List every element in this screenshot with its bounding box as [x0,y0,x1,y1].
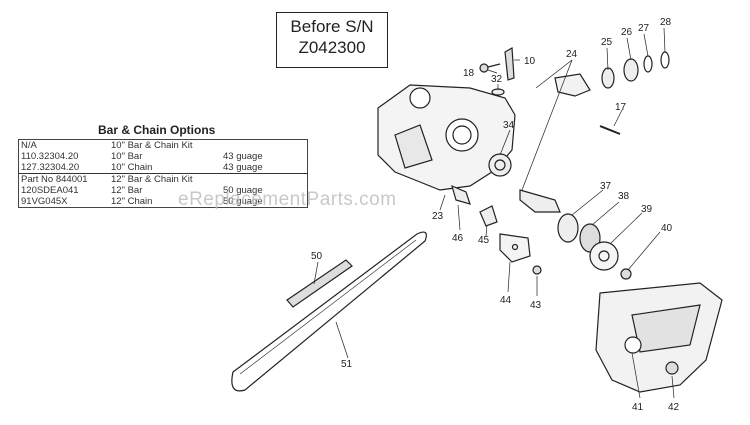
guide-bar [231,231,427,392]
serial-number-box: Before S/N Z042300 [276,12,388,68]
bearing-25 [601,67,615,89]
table-cell: 110.32304.20 [21,151,79,162]
table-row: 91VG045X 12" Chain 50 guage [19,196,308,208]
watermark: eReplacementParts.com [178,189,397,210]
options-table-title: Bar & Chain Options [98,123,216,137]
saw-chain [286,259,353,308]
table-row: Part No 844001 12" Bar & Chain Kit [18,173,308,185]
callout-17: 17 [615,102,627,113]
callout-25: 25 [601,37,613,48]
callout-18: 18 [463,68,475,79]
options-group-10in: N/A 10" Bar & Chain Kit 110.32304.20 10"… [18,139,308,174]
callout-41: 41 [632,402,644,413]
table-row: N/A 10" Bar & Chain Kit [19,140,308,152]
callout-24: 24 [566,49,578,60]
serial-line-2: Z042300 [298,38,366,57]
table-cell [221,173,308,185]
table-cell: 50 guage [223,196,263,207]
table-row: 110.32304.20 10" Bar 43 guage [19,151,308,162]
table-cell: 10" Bar [111,151,143,162]
shaft-gear [519,189,561,213]
table-cell: 50 guage [223,185,263,196]
table-cell: 10" Chain [111,162,153,173]
callout-45: 45 [478,235,490,246]
callout-46: 46 [452,233,464,244]
callout-32: 32 [491,74,503,85]
callout-28: 28 [660,17,672,28]
callout-51: 51 [341,359,353,370]
callout-44: 44 [500,295,512,306]
callout-38: 38 [618,191,630,202]
bar-chain-options-table: N/A 10" Bar & Chain Kit 110.32304.20 10"… [18,139,308,208]
cover-disc-39 [589,241,619,271]
table-cell: 91VG045X [21,196,68,207]
callout-42: 42 [668,402,680,413]
table-cell [221,140,308,152]
table-cell: 43 guage [223,151,263,162]
tension-plate [499,233,531,263]
table-cell: 43 guage [223,162,263,173]
callout-37: 37 [600,181,612,192]
table-row: 127.32304.20 10" Chain 43 guage [19,162,308,174]
callout-43: 43 [530,300,542,311]
bearing-26 [623,58,639,82]
callout-40: 40 [661,223,673,234]
options-group-12in: Part No 844001 12" Bar & Chain Kit 120SD… [18,173,308,208]
callout-34: 34 [503,120,515,131]
table-cell: Part No 844001 [18,173,109,185]
table-cell: 10" Bar & Chain Kit [111,140,193,151]
callout-27: 27 [638,23,650,34]
table-cell: N/A [21,140,37,151]
table-row: 120SDEA041 12" Bar 50 guage [19,185,308,196]
callout-10: 10 [524,56,536,67]
callout-23: 23 [432,211,444,222]
table-cell: 120SDEA041 [21,185,79,196]
callout-26: 26 [621,27,633,38]
gear-37 [557,213,579,243]
table-cell: 127.32304.20 [21,162,80,173]
table-cell: 12" Chain [111,196,153,207]
table-cell: 12" Bar [111,185,143,196]
drive-shaft [554,73,591,97]
callout-39: 39 [641,204,653,215]
serial-line-1: Before S/N [290,17,374,36]
table-cell: 12" Bar & Chain Kit [109,173,221,185]
callout-50: 50 [311,251,323,262]
